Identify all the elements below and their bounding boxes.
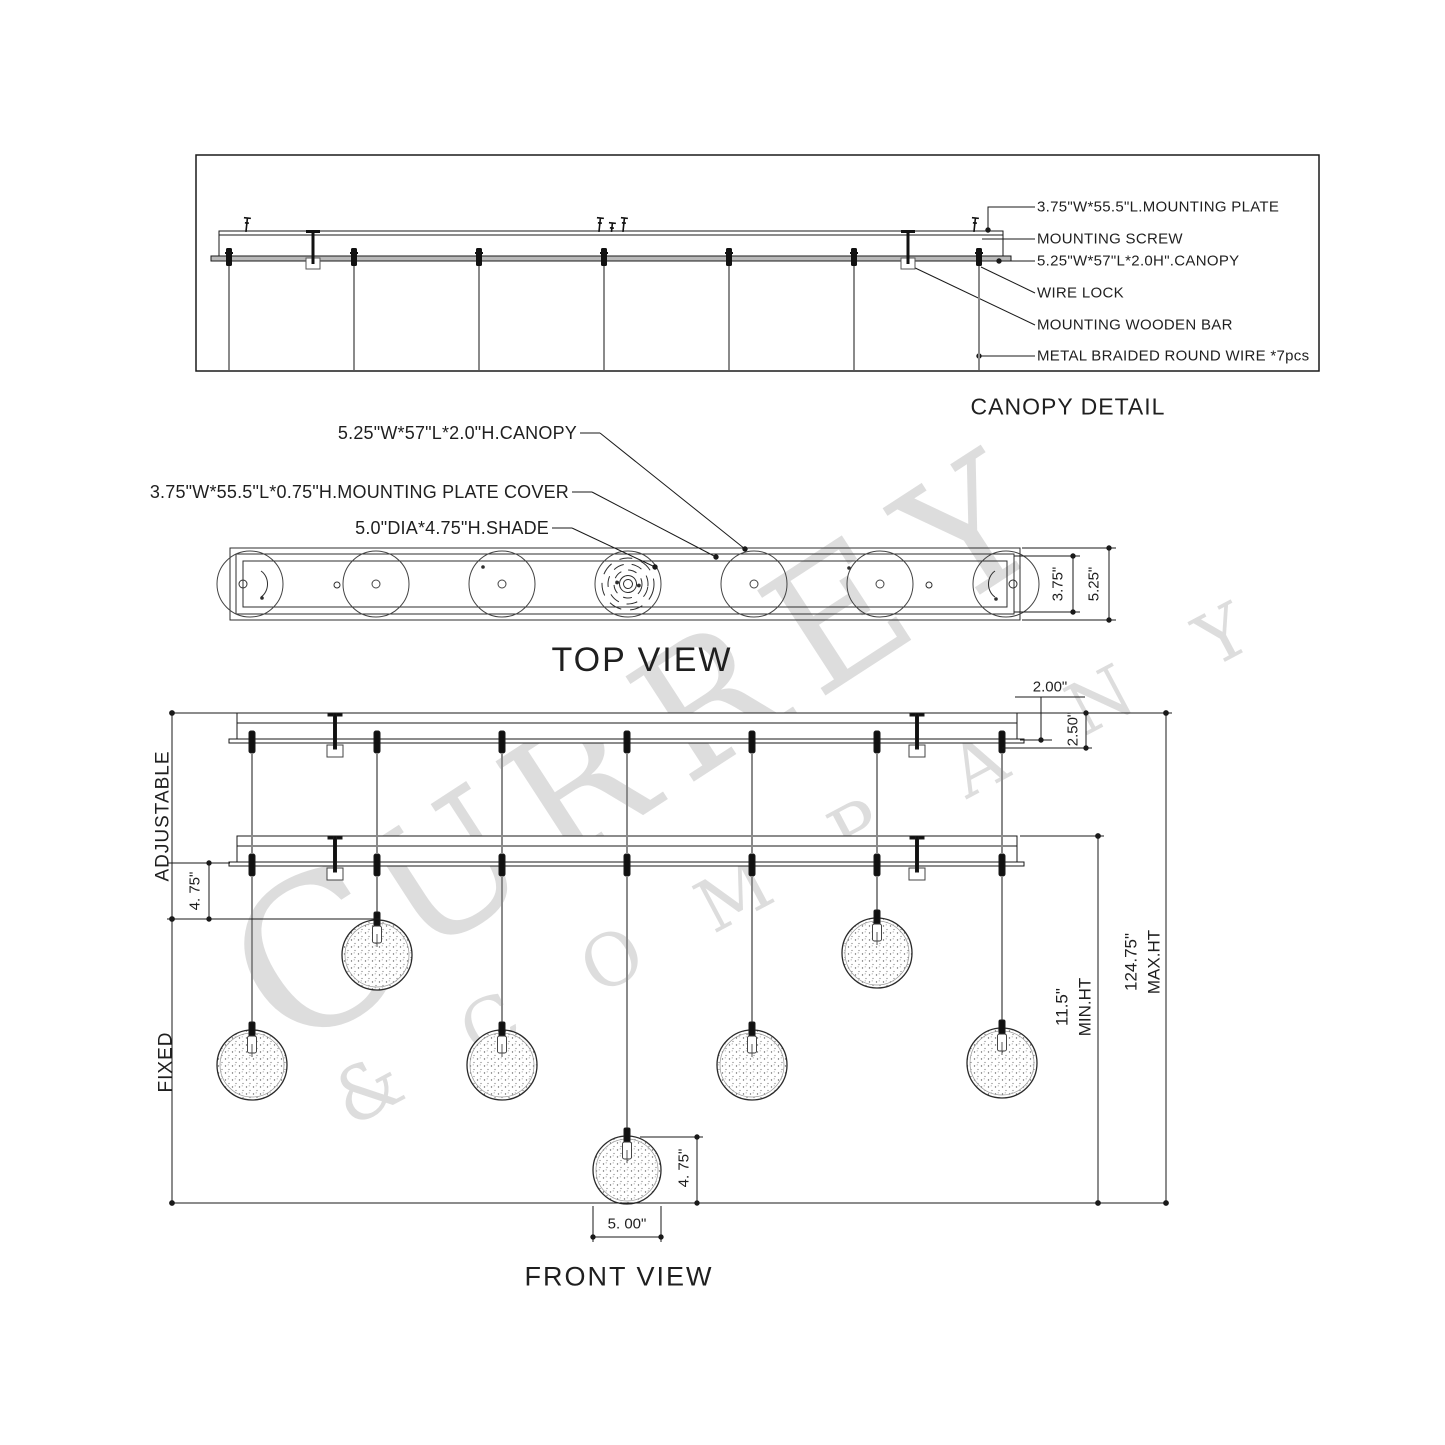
top-view-drawing (216, 432, 1116, 623)
label-adjustable: ADJUSTABLE (152, 750, 174, 882)
dim-plate-width: 3.75" (1049, 566, 1067, 602)
dim-min-height-label: MIN.HT (1075, 977, 1095, 1037)
dim-adjuster-drop: 4. 75" (186, 871, 204, 911)
callout-canopy: 5.25"W*57"L*2.0H".CANOPY (1037, 252, 1240, 270)
label-mounting-plate-cover-size: 3.75"W*55.5"L*0.75"H.MOUNTING PLATE COVE… (149, 482, 569, 502)
dim-min-height-value: 11.5" (1052, 988, 1072, 1026)
canopy-detail-title: CANOPY DETAIL (970, 393, 1166, 420)
callout-wooden-bar: MOUNTING WOODEN BAR (1037, 316, 1233, 334)
label-fixed: FIXED (155, 1031, 177, 1093)
callout-braided-wire: METAL BRAIDED ROUND WIRE *7pcs (1037, 347, 1310, 365)
callout-wire-lock: WIRE LOCK (1037, 284, 1124, 302)
label-canopy-size: 5.25"W*57"L*2.0"H.CANOPY (337, 423, 577, 443)
front-view-drawing (167, 696, 1172, 1242)
front-view-title: FRONT VIEW (524, 1261, 714, 1292)
dim-canopy-height: 2.00" (1032, 678, 1068, 696)
dim-max-height-label: MAX.HT (1144, 929, 1164, 995)
label-shade-size: 5.0"DIA*4.75"H.SHADE (355, 518, 549, 538)
top-view-title: TOP VIEW (551, 641, 733, 679)
dim-max-height-value: 124.75" (1121, 932, 1141, 992)
dim-canopy-width: 5.25" (1085, 566, 1103, 602)
dim-shade-height: 4. 75" (675, 1148, 693, 1188)
canopy-detail-drawing (195, 154, 1320, 372)
callout-mounting-plate: 3.75"W*55.5"L.MOUNTING PLATE (1037, 198, 1280, 216)
dim-shade-diameter: 5. 00" (607, 1215, 647, 1233)
callout-mounting-screw: MOUNTING SCREW (1037, 230, 1183, 248)
dim-canopy-assembly-height: 2.50" (1064, 711, 1082, 747)
